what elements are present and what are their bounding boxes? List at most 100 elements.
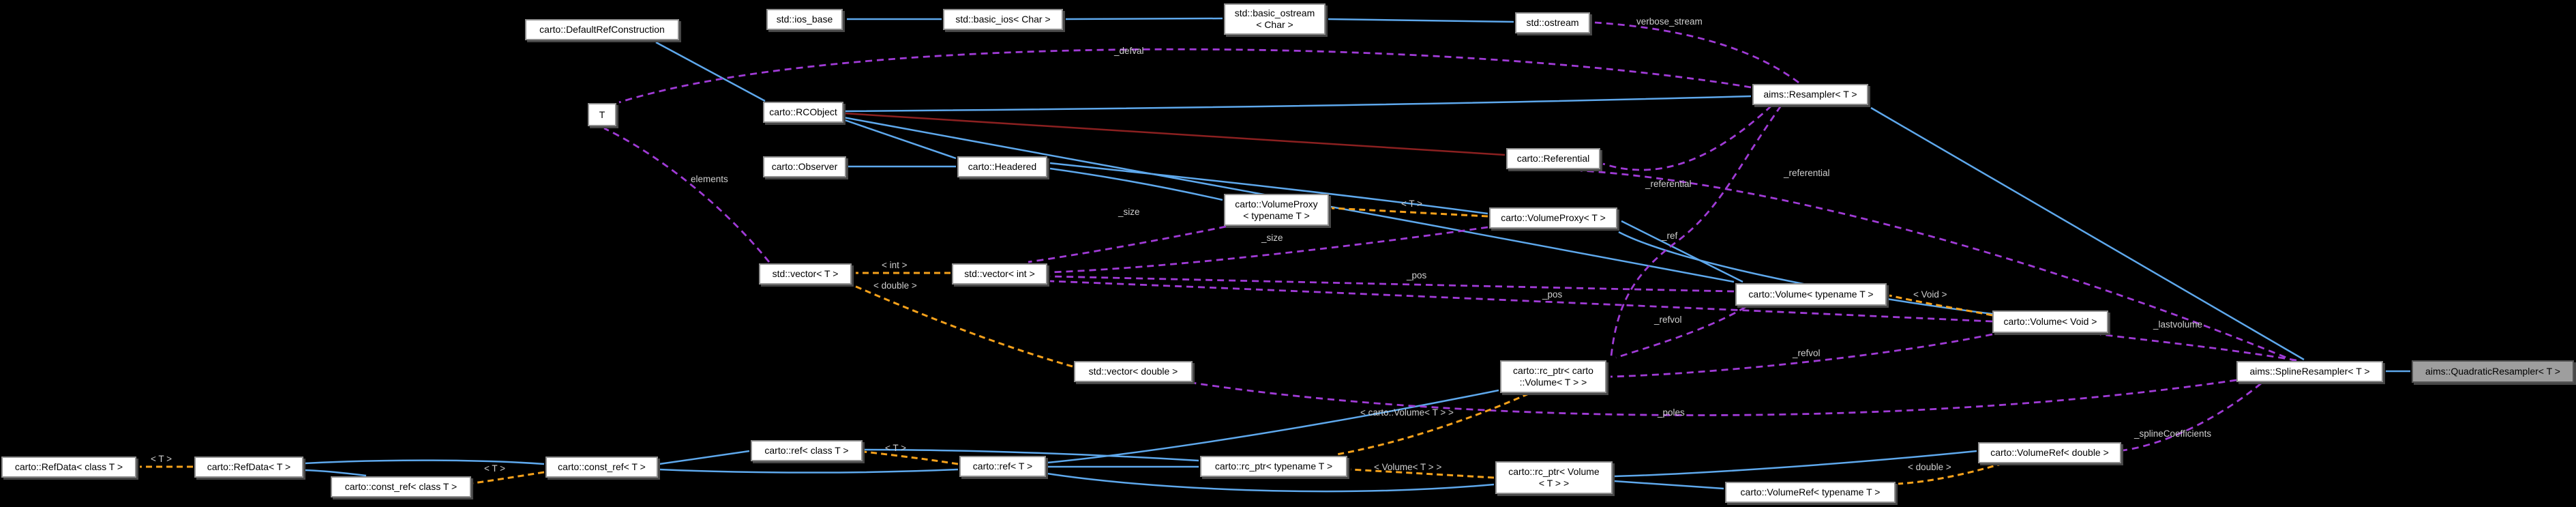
edge-label-referential-1: _referential — [1645, 179, 1692, 189]
edge-referential-2 — [1580, 169, 2297, 363]
edge-label-splinecoefficients: _splineCoefficients — [2134, 429, 2212, 439]
edge-label-tmpl-int: < int > — [882, 260, 908, 270]
edge-referential-1 — [1602, 104, 1772, 171]
node-resampler[interactable]: aims::Resampler< T > — [1752, 84, 1868, 105]
edge-defval — [618, 48, 1752, 104]
edge-label-lastvolume: _lastvolume — [2153, 319, 2203, 330]
edge-volumeproxypattern-headered — [1049, 167, 1223, 201]
edge-label-tmpl-t-refdata: < T > — [151, 454, 173, 464]
edge-label-defval: _defval — [1114, 46, 1144, 56]
node-volumeref-double[interactable]: carto::VolumeRef< double > — [1978, 442, 2121, 463]
edge-label-poles: _poles — [1658, 407, 1685, 418]
edge-splinecoefficients — [2123, 382, 2262, 452]
node-volume-void[interactable]: carto::Volume< Void > — [1992, 310, 2108, 333]
edge-poles — [1192, 379, 2237, 416]
edge-verbose-stream — [1594, 21, 1799, 84]
edge-label-tmpl-volume-t: < Volume< T > > — [1374, 462, 1442, 472]
node-rcptr-typename[interactable]: carto::rc_ptr< typename T > — [1200, 456, 1347, 477]
node-volume-pattern[interactable]: carto::Volume< typename T > — [1735, 283, 1887, 306]
edge-label-tmpl-t-volumeproxy: < T > — [1401, 199, 1423, 209]
node-quadratic-resampler[interactable]: aims::QuadraticResampler< T > — [2412, 360, 2574, 383]
edge-volumevoid-volumeproxyt — [1618, 231, 1993, 315]
edge-label-tmpl-carto-volume-t: < carto::Volume< T > > — [1360, 407, 1454, 418]
edge-constrefclass-refdatat — [304, 469, 367, 477]
edge-rcptrcartovolume-reft — [1047, 389, 1499, 464]
node-rcptr-carto-volume[interactable]: carto::rc_ptr< carto::Volume< T > > — [1500, 360, 1606, 393]
edge-constreft-refdatat — [304, 459, 545, 465]
node-volumeproxy-pattern[interactable]: carto::VolumeProxy< typename T > — [1224, 194, 1329, 226]
edge-tmpl-t-constref — [473, 471, 545, 484]
edge-reft-constreft — [659, 468, 959, 474]
edge-refclass-constreft — [659, 450, 750, 465]
node-vector-t[interactable]: std::vector< T > — [759, 263, 852, 285]
edge-label-size-1: _size — [1118, 207, 1140, 217]
node-headered[interactable]: carto::Headered — [957, 156, 1047, 177]
edge-label-refvol-2: _refvol — [1793, 348, 1821, 358]
edge-elements — [603, 127, 770, 263]
edge-label-tmpl-double-volref: < double > — [1908, 462, 1951, 472]
edge-volumerefdouble-rcptrvolume — [1613, 450, 1977, 478]
edge-volumereftypename-rcptrvolume — [1613, 480, 1724, 490]
edge-size-1 — [1028, 225, 1227, 263]
edge-headered-rcobject — [844, 119, 957, 160]
node-volumeproxy-t[interactable]: carto::VolumeProxy< T > — [1489, 207, 1617, 229]
node-observer[interactable]: carto::Observer — [763, 156, 846, 177]
edge-volumepattern-rcobject — [843, 116, 1735, 283]
edge-tmpl-volume-t — [1350, 468, 1495, 479]
node-ref-class[interactable]: carto::ref< class T > — [751, 440, 863, 461]
edge-pos-1 — [1049, 275, 1735, 293]
node-t[interactable]: T — [588, 103, 616, 126]
edge-tmpl-carto-volume-t — [1336, 392, 1529, 456]
edge-refvol-2 — [1610, 333, 1993, 378]
node-basic-ostream[interactable]: std::basic_ostream< Char > — [1224, 3, 1326, 35]
edge-ref — [1610, 105, 1782, 357]
edge-lastvolume — [2099, 333, 2297, 362]
node-volumeref-typename[interactable]: carto::VolumeRef< typename T > — [1725, 482, 1896, 503]
edge-label-verbose-stream: verbose_stream — [1636, 16, 1703, 27]
node-vector-int[interactable]: std::vector< int > — [952, 263, 1047, 285]
edge-label-tmpl-double-vec: < double > — [873, 280, 917, 291]
edge-tmpl-t-ref — [863, 450, 959, 465]
edge-label-pos-1: _pos — [1407, 270, 1427, 280]
node-constref-t[interactable]: carto::const_ref< T > — [545, 457, 658, 478]
node-constref-class[interactable]: carto::const_ref< class T > — [331, 476, 471, 497]
edge-label-tmpl-void: < Void > — [1913, 289, 1947, 300]
edge-ostream-basicostream — [1328, 18, 1514, 23]
node-rcobject[interactable]: carto::RCObject — [763, 102, 843, 123]
node-refdata-class[interactable]: carto::RefData< class T > — [1, 457, 136, 478]
edge-label-tmpl-t-ref: < T > — [885, 443, 907, 453]
edge-basicostream-basicios — [1065, 17, 1223, 20]
node-rcptr-volume[interactable]: carto::rc_ptr< Volume< T > > — [1495, 461, 1613, 494]
edge-label-elements: elements — [691, 174, 728, 184]
edge-splineresampler-resampler — [1870, 106, 2305, 361]
edge-volumepattern-volumeproxyt — [1621, 220, 1743, 283]
edge-label-tmpl-t-constref: < T > — [484, 463, 506, 474]
edge-label-pos-2: _pos — [1542, 289, 1563, 300]
edge-rcobject-defaultrefconstruction — [655, 41, 766, 102]
edge-rcptrvolume-reft — [1047, 472, 1495, 493]
edge-label-refvol-1: _refvol — [1654, 315, 1682, 325]
edge-volumeproxyt-headered — [1049, 162, 1488, 215]
node-referential[interactable]: carto::Referential — [1506, 148, 1600, 169]
node-basic-ios[interactable]: std::basic_ios< Char > — [943, 9, 1063, 30]
node-ostream[interactable]: std::ostream — [1515, 12, 1590, 33]
edge-tmpl-volumeproxy — [1331, 207, 1488, 218]
edge-tmpl-void — [1889, 294, 1993, 317]
node-ios-base[interactable]: std::ios_base — [766, 9, 843, 30]
edge-tmpl-double-volref — [1898, 462, 2004, 485]
edge-label-ref: _ref — [1662, 231, 1678, 241]
edge-label-referential-2: _referential — [1784, 168, 1830, 178]
node-default-ref-construction[interactable]: carto::DefaultRefConstruction — [525, 19, 679, 40]
edge-referential-rcobject-private — [843, 112, 1506, 156]
node-spline-resampler[interactable]: aims::SplineResampler< T > — [2236, 361, 2383, 382]
edge-tmpl-double-vec — [854, 285, 1073, 368]
edge-refvol-1 — [1615, 306, 1746, 359]
edge-resampler-rcobject — [843, 95, 1752, 113]
node-refdata-t[interactable]: carto::RefData< T > — [194, 457, 303, 478]
edge-pos-2 — [1049, 280, 1993, 323]
node-ref-t[interactable]: carto::ref< T > — [959, 456, 1046, 477]
node-vector-double[interactable]: std::vector< double > — [1074, 361, 1193, 382]
edge-rcptrtypename-refclass — [863, 448, 1199, 462]
